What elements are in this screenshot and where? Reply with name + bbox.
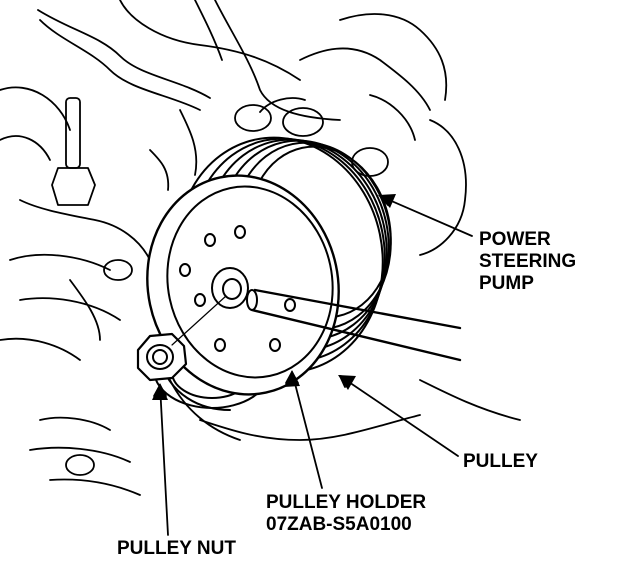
pulley-holder-part-number: 07ZAB-S5A0100 bbox=[266, 514, 412, 535]
power-steering-pump-label-line-3: PUMP bbox=[479, 273, 534, 294]
engine-lower bbox=[29, 379, 521, 496]
pulley-nut-label: PULLEY NUT bbox=[117, 538, 236, 559]
pulley-holder-label: PULLEY HOLDER 07ZAB-S5A0100 bbox=[266, 492, 426, 536]
power-steering-pump-label-line-1: POWER bbox=[479, 229, 551, 250]
pulley-label: PULLEY bbox=[463, 451, 538, 472]
front-pulley-face bbox=[146, 174, 340, 396]
pulley-holder-tool bbox=[246, 288, 462, 362]
nut-alignment-line bbox=[171, 295, 227, 346]
engine-background bbox=[0, 0, 467, 256]
engine-bolt bbox=[0, 97, 151, 361]
power-steering-pump-label-line-2: STEERING bbox=[479, 251, 577, 272]
pulley-nut bbox=[136, 332, 188, 382]
arrowheads bbox=[152, 194, 396, 400]
pulley-holder-label-line-1: PULLEY HOLDER bbox=[266, 492, 427, 513]
power-steering-pump-label: POWER STEERING PUMP bbox=[479, 229, 576, 295]
